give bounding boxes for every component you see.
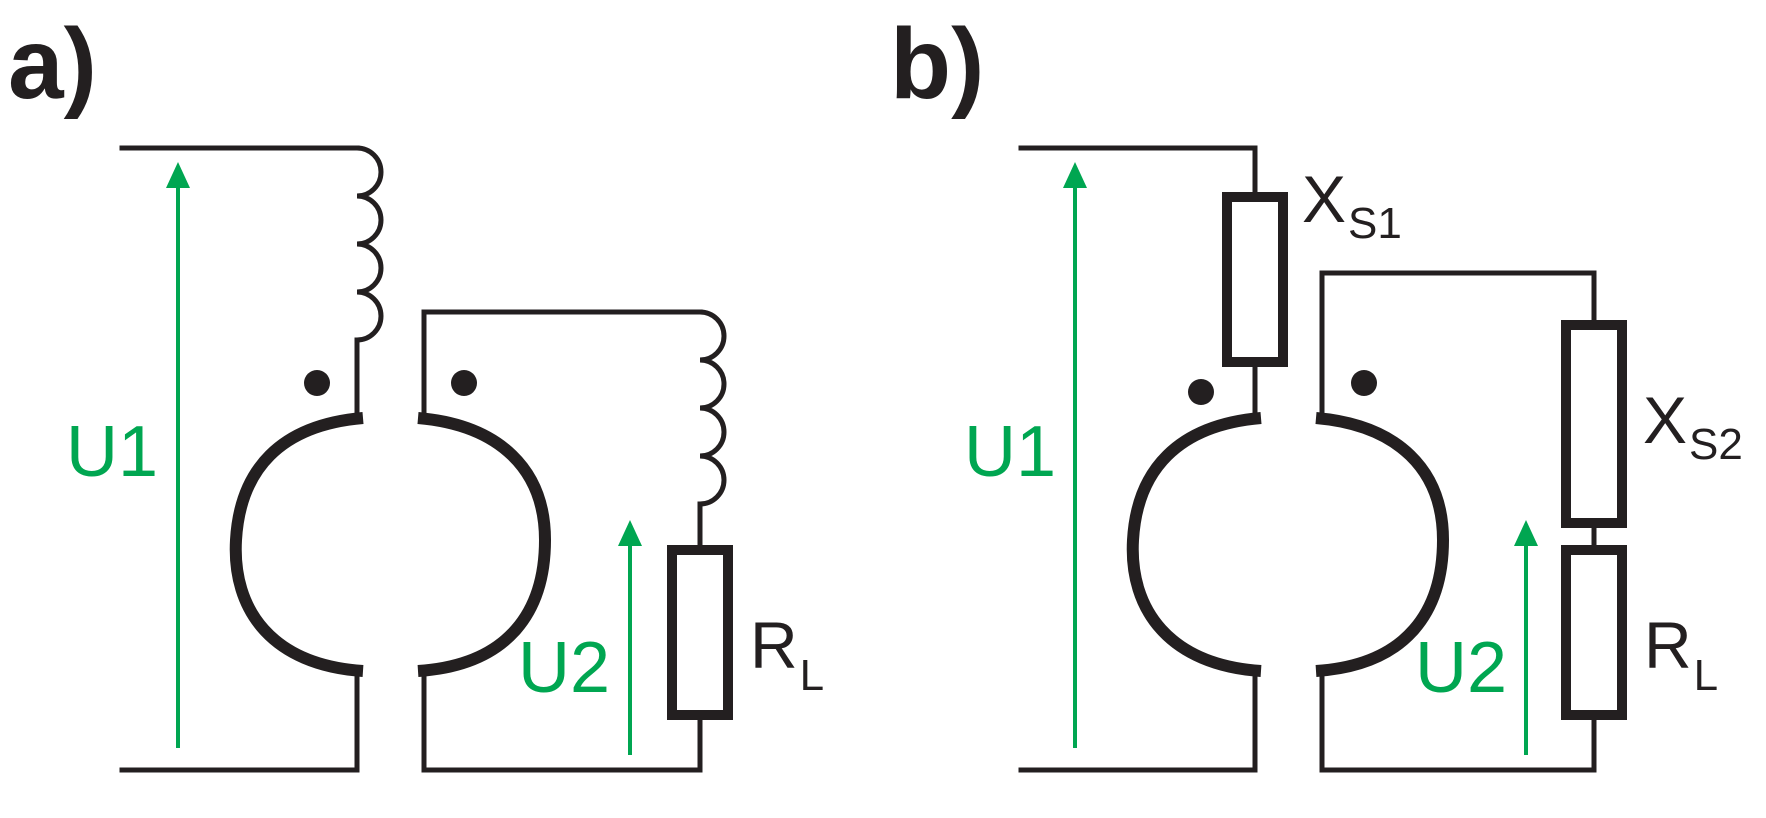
panel-a-load-label-main: R: [750, 608, 798, 682]
panel-b-load-label: RL: [1644, 608, 1718, 700]
panel-b-load-label-main: R: [1644, 608, 1692, 682]
panel-a-primary-bottom-wire: [119, 673, 360, 773]
panel-b-leakage-primary-label: XS1: [1302, 162, 1402, 248]
panel-b-u1-label: U1: [964, 412, 1056, 492]
panel-b-secondary-polarity-dot: [1351, 370, 1377, 396]
panel-b-secondary-wire: [1319, 270, 1597, 421]
panel-a-primary-core: [229, 412, 364, 677]
panel-a-u2-label: U2: [518, 628, 610, 708]
panel-b: b) U1 U2 XS1 XS2 RL: [890, 8, 1743, 773]
panel-a-secondary-polarity-dot: [451, 370, 477, 396]
panel-a-u1-arrow-head-icon: [166, 162, 190, 188]
panel-a: a) U1 U2 RL: [8, 8, 824, 773]
panel-b-secondary-core: [1315, 412, 1450, 677]
panel-b-leakage-secondary-label-sub: S2: [1689, 420, 1743, 469]
panel-b-primary-polarity-dot: [1188, 379, 1214, 405]
panel-b-leakage-secondary-label: XS2: [1643, 383, 1743, 469]
panel-a-load-label: RL: [750, 608, 824, 700]
panel-b-load-label-sub: L: [1694, 651, 1718, 700]
panel-a-u2-arrow-head-icon: [618, 520, 642, 546]
panel-b-primary-bottom-wire: [1018, 673, 1258, 773]
panel-b-u2-label: U2: [1415, 628, 1507, 708]
panel-a-secondary-core: [417, 412, 552, 677]
panel-b-primary-core: [1126, 412, 1262, 677]
panel-a-label: a): [8, 8, 97, 120]
panel-a-load-resistor: [667, 545, 733, 720]
panel-a-secondary-inductor-icon: [699, 309, 727, 507]
panel-b-primary-top-wire: [1018, 145, 1258, 200]
panel-a-load-label-sub: L: [800, 651, 824, 700]
panel-a-secondary-bottom-wire: [421, 673, 703, 773]
panel-b-secondary-bottom-wire: [1319, 673, 1597, 773]
panel-b-label: b): [890, 8, 984, 120]
panel-b-primary-leakage-reactance: [1222, 192, 1288, 367]
panel-b-u1-arrow-head-icon: [1063, 162, 1087, 188]
panel-a-primary-inductor-icon: [356, 145, 384, 343]
panel-b-leakage-secondary-label-main: X: [1643, 383, 1687, 457]
panel-b-secondary-leakage-reactance: [1561, 320, 1627, 528]
panel-a-primary-polarity-dot: [304, 370, 330, 396]
panel-b-load-resistor: [1561, 545, 1627, 720]
panel-a-u1-label: U1: [66, 412, 158, 492]
panel-b-leakage-primary-label-sub: S1: [1348, 199, 1402, 248]
panel-b-u2-arrow-head-icon: [1514, 520, 1538, 546]
panel-a-secondary-wire: [421, 309, 703, 421]
panel-b-leakage-primary-label-main: X: [1302, 162, 1346, 236]
